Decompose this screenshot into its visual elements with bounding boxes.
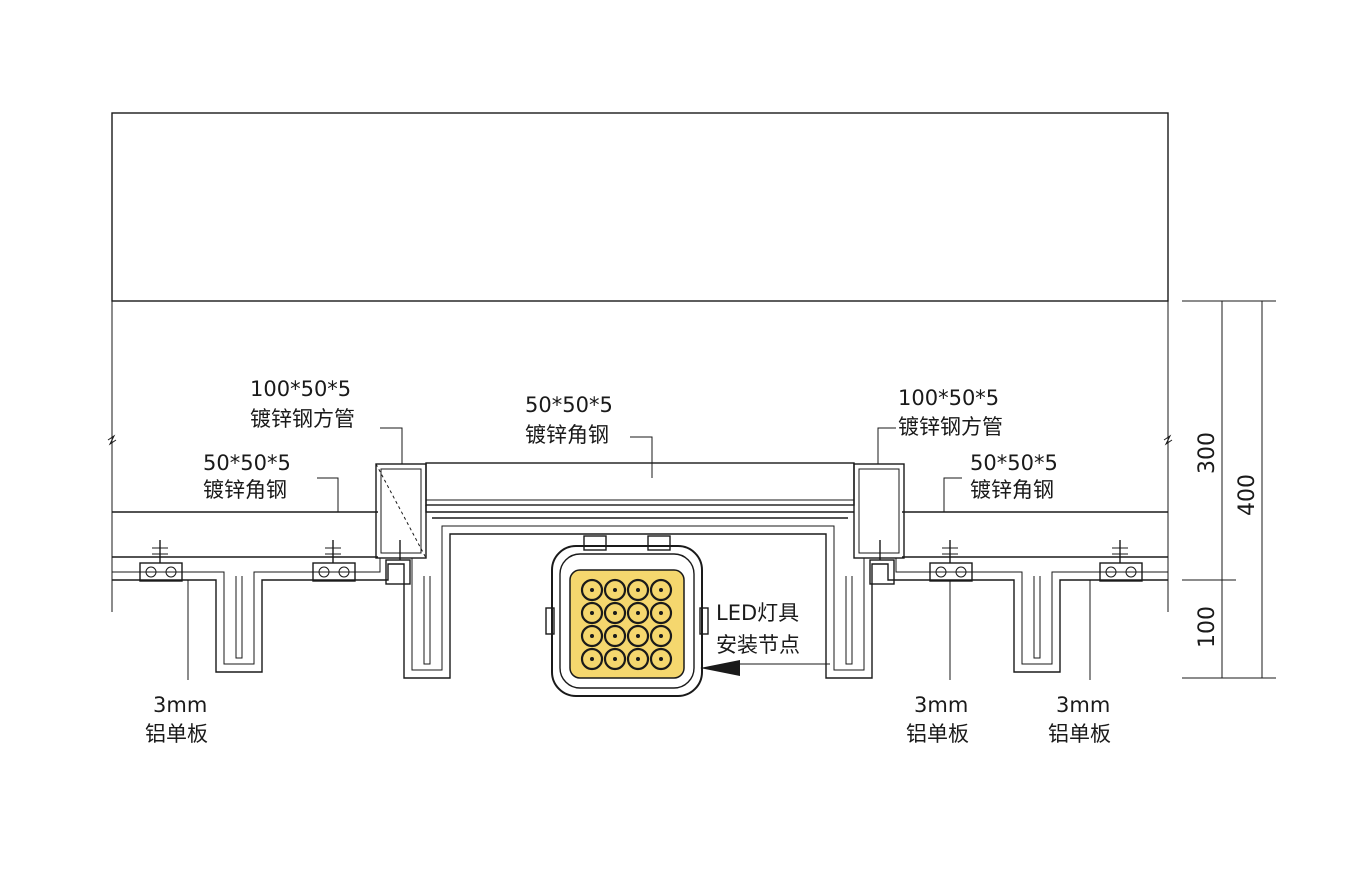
led-bead-center [636, 611, 640, 615]
led-bead-center [659, 634, 663, 638]
led-bead [649, 578, 673, 602]
right-angle-name-label: 镀锌角钢 [970, 478, 1054, 502]
left-angle-name-label: 镀锌角钢 [203, 478, 287, 502]
led-bead-center [659, 588, 663, 592]
dimension-lines [1182, 300, 1276, 679]
panel-mid-name: 铝单板 [906, 722, 969, 746]
right-tube-name-label: 镀锌钢方管 [898, 415, 1003, 439]
clip-tube-right [869, 540, 895, 585]
panel-right-name: 铝单板 [1048, 722, 1111, 746]
led-bead [649, 647, 673, 671]
clip-1 [139, 540, 183, 582]
led-lens-panel [569, 569, 685, 679]
led-arrow-head [700, 660, 740, 676]
led-bead [626, 647, 650, 671]
right-tube-size-label: 100*50*5 [898, 386, 999, 410]
panel-mid-thickness: 3mm [914, 693, 968, 717]
led-bead-center [636, 657, 640, 661]
led-bead-center [613, 657, 617, 661]
led-bead-center [590, 657, 594, 661]
led-bead-center [613, 611, 617, 615]
clip-4 [1099, 540, 1143, 582]
center-angle-name-label: 镀锌角钢 [525, 423, 609, 447]
left-angle-size-label: 50*50*5 [203, 451, 291, 475]
led-label-line2: 安装节点 [716, 633, 800, 657]
led-bead [626, 624, 650, 648]
led-bead [603, 578, 627, 602]
annotation-labels: 100*50*5 镀锌钢方管 50*50*5 镀锌角钢 50*50*5 镀锌角钢… [145, 377, 1111, 746]
panel-left-name: 铝单板 [145, 722, 208, 746]
center-angle-steel [425, 462, 855, 519]
leader-lines [187, 427, 1091, 680]
led-bead [649, 624, 673, 648]
center-angle-size-label: 50*50*5 [525, 393, 613, 417]
led-label-line1: LED灯具 [716, 601, 799, 625]
angle-steel-runs [112, 511, 1168, 558]
left-tube-size-label: 100*50*5 [250, 377, 351, 401]
left-square-tube [375, 463, 427, 559]
led-bead-center [613, 588, 617, 592]
dim-400: 400 [1235, 474, 1260, 516]
led-bead [580, 601, 604, 625]
led-bead-center [636, 588, 640, 592]
dimension-labels: 300 400 100 [1195, 432, 1260, 648]
right-angle-size-label: 50*50*5 [970, 451, 1058, 475]
right-square-tube [853, 463, 905, 559]
led-dot-grid [580, 578, 673, 671]
led-bead-center [636, 634, 640, 638]
led-bead-center [590, 634, 594, 638]
clip-3 [929, 540, 973, 582]
led-bead [580, 624, 604, 648]
clip-2 [312, 540, 356, 582]
boundary-lines [107, 301, 1173, 612]
dim-300: 300 [1195, 432, 1220, 474]
led-bead-center [659, 611, 663, 615]
clip-tube-left [385, 540, 411, 585]
left-tube-name-label: 镀锌钢方管 [250, 407, 355, 431]
led-bead-center [613, 634, 617, 638]
led-bead-center [590, 611, 594, 615]
concrete-slab [111, 112, 1169, 302]
led-fixture [545, 535, 709, 697]
led-bead [649, 601, 673, 625]
led-bead [580, 647, 604, 671]
dim-100: 100 [1195, 606, 1220, 648]
panel-left-thickness: 3mm [153, 693, 207, 717]
led-bead [603, 624, 627, 648]
led-bead-center [590, 588, 594, 592]
panel-right-thickness: 3mm [1056, 693, 1110, 717]
led-bead-center [659, 657, 663, 661]
anchor-clips [139, 540, 1143, 585]
led-bead [626, 578, 650, 602]
led-bead [626, 601, 650, 625]
aluminium-panel-profile [112, 525, 1168, 679]
led-bead [603, 647, 627, 671]
led-bead [603, 601, 627, 625]
led-bead [580, 578, 604, 602]
